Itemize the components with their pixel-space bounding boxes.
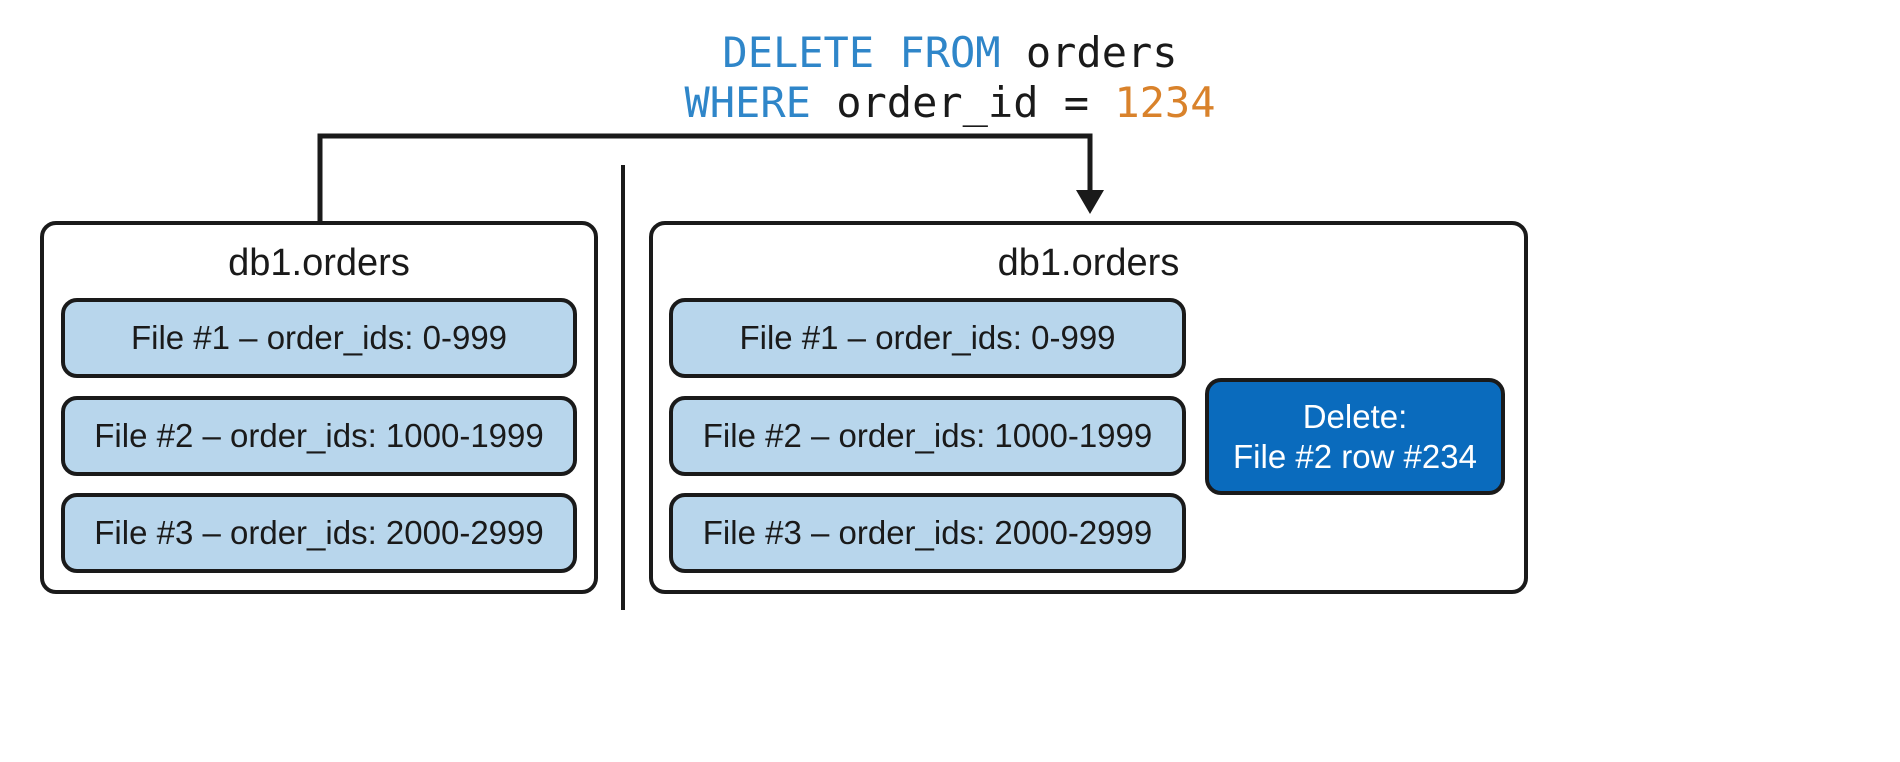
sql-statement-line-1: DELETE FROM orders <box>0 28 1900 78</box>
delete-file-box: Delete: File #2 row #234 <box>1205 378 1505 495</box>
sql-keyword-delete-from: DELETE FROM <box>722 28 1001 77</box>
query-flow-arrow-line <box>317 133 1093 221</box>
arrow-head-icon <box>1076 190 1104 214</box>
file-box-3: File #3 – order_ids: 2000-2999 <box>669 493 1186 573</box>
file-box-1: File #1 – order_ids: 0-999 <box>61 298 577 378</box>
sql-value: 1234 <box>1114 78 1216 127</box>
sql-keyword-where: WHERE <box>684 78 811 127</box>
table-before: db1.orders File #1 – order_ids: 0-999 Fi… <box>40 221 598 594</box>
sql-condition: order_id = <box>810 78 1115 127</box>
sql-table-name: orders <box>1000 28 1178 77</box>
table-before-title: db1.orders <box>228 242 410 284</box>
table-after-title: db1.orders <box>997 242 1180 284</box>
delete-file-label: Delete: <box>1302 397 1408 435</box>
file-box-2: File #2 – order_ids: 1000-1999 <box>669 396 1186 476</box>
file-box-2: File #2 – order_ids: 1000-1999 <box>61 396 577 476</box>
file-box-1: File #1 – order_ids: 0-999 <box>669 298 1186 378</box>
table-after: db1.orders File #1 – order_ids: 0-999 Fi… <box>649 221 1528 594</box>
sql-statement-line-2: WHERE order_id = 1234 <box>0 78 1900 128</box>
file-box-3: File #3 – order_ids: 2000-2999 <box>61 493 577 573</box>
delete-file-detail: File #2 row #234 <box>1233 437 1477 475</box>
